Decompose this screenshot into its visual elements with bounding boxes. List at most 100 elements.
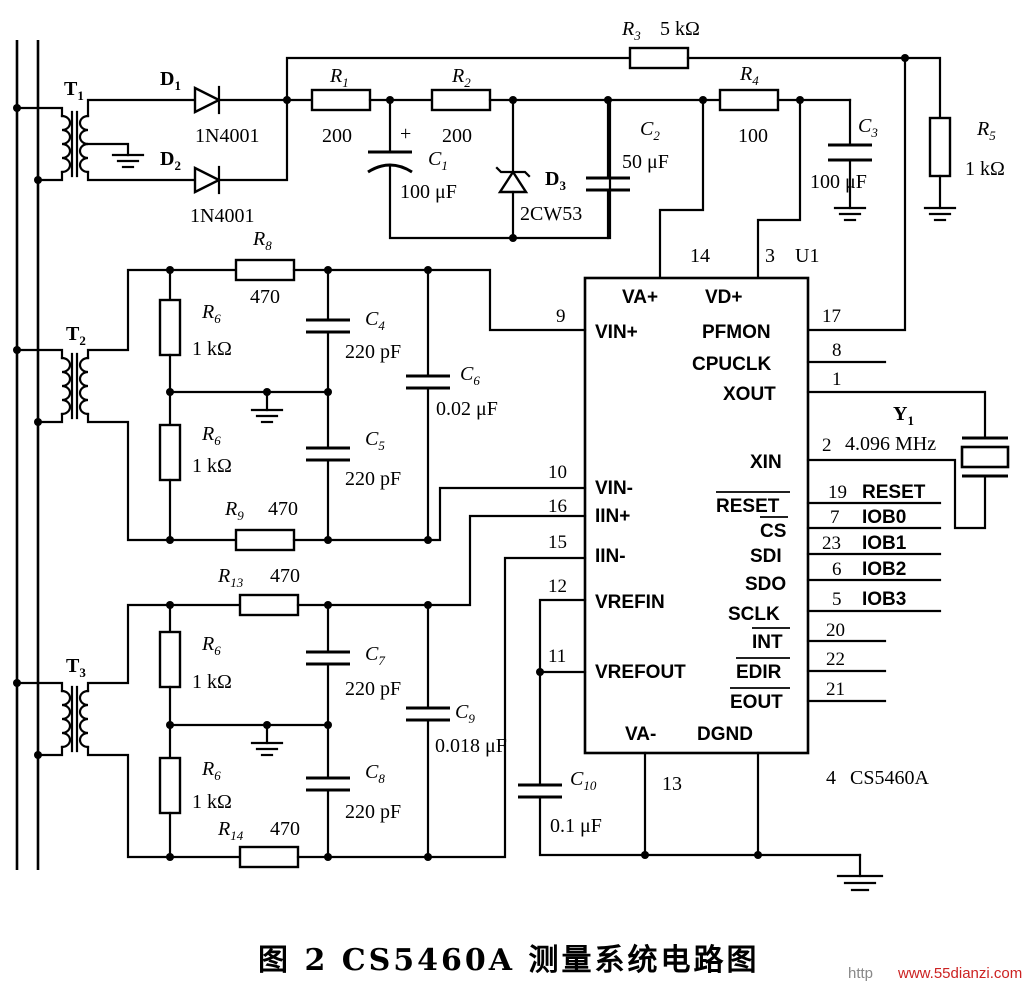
pin-num-19: 19 <box>828 482 847 503</box>
r5-value: 1 kΩ <box>965 158 1005 180</box>
c1-label: C1 <box>428 148 448 173</box>
r6b-label: R6 <box>201 423 221 448</box>
pin-num-15: 15 <box>548 532 567 553</box>
capacitor-c2 <box>586 98 630 240</box>
ic-left-pins: VIN+ 9 VIN- 10 IIN+ 16 IIN- 15 VREFIN 12… <box>548 306 686 683</box>
capacitor-c1 <box>367 98 612 240</box>
c9-value: 0.018 μF <box>435 735 507 757</box>
r3-label: R3 <box>621 18 641 43</box>
r14-value: 470 <box>270 818 300 840</box>
r6c-value: 1 kΩ <box>192 671 232 693</box>
vref-network <box>518 598 884 892</box>
resistor-r5 <box>923 116 957 222</box>
pin-num-va-minus: 13 <box>662 773 682 795</box>
r3-value: 5 kΩ <box>660 18 700 40</box>
pin-num-23: 23 <box>822 533 841 554</box>
r6d-value: 1 kΩ <box>192 791 232 813</box>
c2-label: C2 <box>640 118 660 143</box>
pin-dgnd: DGND <box>697 724 753 745</box>
pin-num-5: 5 <box>832 589 842 610</box>
r8-label: R8 <box>252 228 272 253</box>
r1-label: R1 <box>329 65 349 90</box>
net-iob3: IOB3 <box>862 589 906 610</box>
crystal-y1 <box>806 390 1010 530</box>
pin-num-9: 9 <box>556 306 566 327</box>
pin-cpuclk: CPUCLK <box>692 354 771 375</box>
transformer-t3 <box>15 603 242 859</box>
d3-label: D3 <box>545 168 566 193</box>
y1-label: Y1 <box>893 403 914 428</box>
pin-reset: RESET <box>716 496 780 517</box>
power-rail <box>283 46 942 120</box>
net-reset: RESET <box>862 482 926 503</box>
pfmon-wire <box>806 56 907 332</box>
pin-sdi: SDI <box>750 546 782 567</box>
r4-value: 100 <box>738 125 768 147</box>
r4-label: R4 <box>739 63 759 88</box>
pin-sclk: SCLK <box>728 604 780 625</box>
pin-vin-minus: VIN- <box>595 478 633 499</box>
vd-plus-wire <box>756 98 802 280</box>
ic-right-pins: PFMON 17 CPUCLK 8 XOUT 1 XIN 2 RESET 19 … <box>692 306 942 713</box>
watermark-site: www.55dianzi.com <box>897 965 1022 982</box>
pin-iin-plus: IIN+ <box>595 506 630 527</box>
c8-label: C8 <box>365 761 385 786</box>
pin-vrefin: VREFIN <box>595 592 665 613</box>
d2-value: 1N4001 <box>190 205 254 227</box>
r2-label: R2 <box>451 65 471 90</box>
d3-value: 2CW53 <box>520 203 582 225</box>
pin-num-2: 2 <box>822 435 832 456</box>
c2-value: 50 μF <box>622 151 669 173</box>
pin-num-8: 8 <box>832 340 842 361</box>
va-plus-wire <box>658 98 705 280</box>
pin-num-11: 11 <box>548 646 566 667</box>
r6b-value: 1 kΩ <box>192 455 232 477</box>
r5-label: R5 <box>976 118 996 143</box>
pin-num-7: 7 <box>830 507 840 528</box>
pin-edir: EDIR <box>736 662 782 683</box>
pin-num-dgnd: 4 <box>826 767 836 789</box>
c1-value: 100 μF <box>400 181 457 203</box>
pin-cs: CS <box>760 521 786 542</box>
pin-num-vd-plus: 3 <box>765 245 775 267</box>
c5-value: 220 pF <box>345 468 401 490</box>
t1-label: T1 <box>64 78 84 103</box>
c6-label: C6 <box>460 363 480 388</box>
zener-d3 <box>495 98 531 242</box>
c1-polarity: + <box>400 123 411 145</box>
r13-value: 470 <box>270 565 300 587</box>
capacitor-c3 <box>828 98 872 222</box>
d2-label: D2 <box>160 148 181 173</box>
pin-num-12: 12 <box>548 576 567 597</box>
c8-value: 220 pF <box>345 801 401 823</box>
d1-value: 1N4001 <box>195 125 259 147</box>
diode-d1 <box>193 85 289 115</box>
pin-int: INT <box>752 632 783 653</box>
c10-value: 0.1 μF <box>550 815 602 837</box>
pin-num-16: 16 <box>548 496 567 517</box>
pin-va-minus: VA- <box>625 724 656 745</box>
pin-eout: EOUT <box>730 692 783 713</box>
c4-label: C4 <box>365 308 385 333</box>
diode-d2 <box>193 98 289 195</box>
pin-xout: XOUT <box>723 384 776 405</box>
t2-label: T2 <box>66 323 86 348</box>
transformer-t1 <box>15 98 197 182</box>
voltage-divider <box>158 258 587 552</box>
c4-value: 220 pF <box>345 341 401 363</box>
pin-sdo: SDO <box>745 574 786 595</box>
r6a-value: 1 kΩ <box>192 338 232 360</box>
transformer-t2 <box>15 268 238 542</box>
r2-value: 200 <box>442 125 472 147</box>
pin-num-22: 22 <box>826 649 845 670</box>
pin-vin-plus: VIN+ <box>595 322 638 343</box>
figure-caption: 图 2 CS5460A 测量系统电路图 <box>258 943 760 978</box>
c6-value: 0.02 μF <box>436 398 498 420</box>
r6c-label: R6 <box>201 633 221 658</box>
c10-label: C10 <box>570 768 597 793</box>
pin-vrefout: VREFOUT <box>595 662 686 683</box>
c7-value: 220 pF <box>345 678 401 700</box>
c7-label: C7 <box>365 643 385 668</box>
c5-label: C5 <box>365 428 385 453</box>
